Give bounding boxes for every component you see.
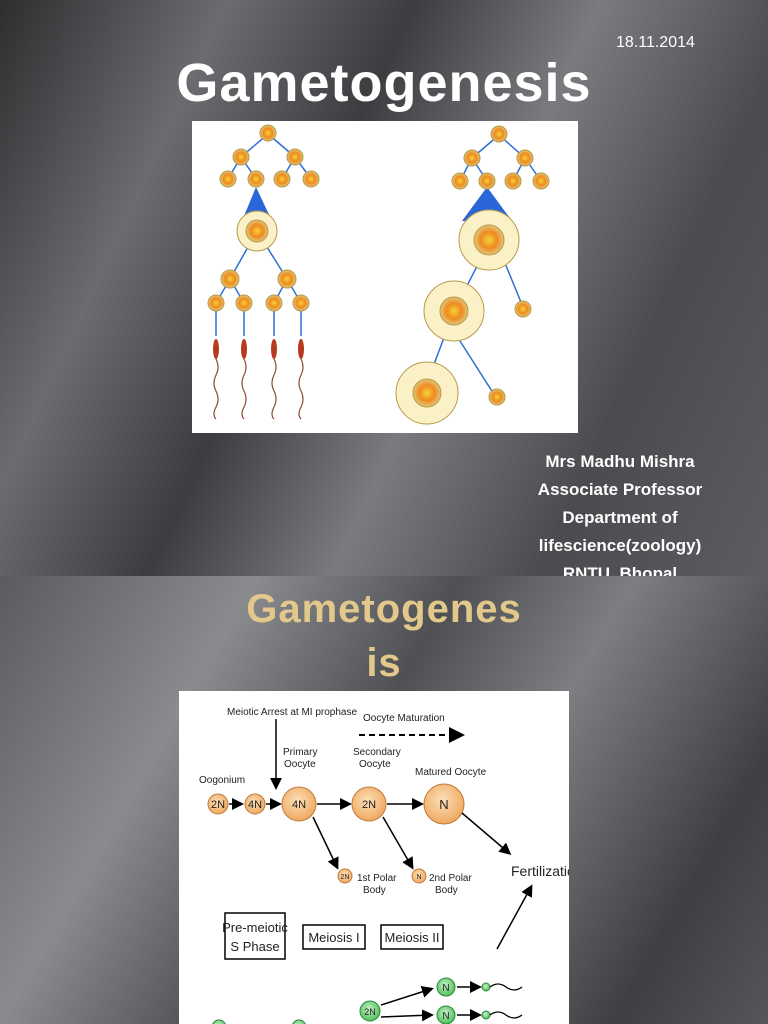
secondary-oocyte-cell-label: 2N bbox=[362, 799, 376, 811]
slide-1: 18.11.2014 Gametogenesis bbox=[0, 0, 768, 576]
sperm-n-label-1: N bbox=[442, 983, 449, 994]
meiosis-2-label: Meiosis II bbox=[385, 930, 440, 945]
author-department-line2: lifescience(zoology) bbox=[538, 536, 702, 555]
secondary-oocyte-label-2: Oocyte bbox=[359, 759, 391, 770]
primary-oocyte-label-1: Primary bbox=[283, 747, 317, 758]
sperm-2n-label: 2N bbox=[364, 1007, 376, 1017]
primary-oocyte-cell-label: 4N bbox=[292, 799, 306, 811]
oogenesis-illustration: Meiotic Arrest at MI prophase Oocyte Mat… bbox=[199, 707, 583, 1024]
secondary-oocyte-label-1: Secondary bbox=[353, 747, 401, 758]
oocyte-maturation-label: Oocyte Maturation bbox=[363, 713, 445, 724]
first-polar-body-cell-label: 2N bbox=[341, 874, 350, 881]
matured-oocyte-label: Matured Oocyte bbox=[415, 767, 487, 778]
oogenesis-diagram: Meiotic Arrest at MI prophase Oocyte Mat… bbox=[179, 691, 583, 1024]
slide-date: 18.11.2014 bbox=[616, 34, 695, 51]
premeiotic-label-1: Pre-meiotic bbox=[222, 920, 288, 935]
second-polar-body-label-2: Body bbox=[435, 885, 458, 896]
matured-oocyte-cell-label: N bbox=[439, 797, 448, 812]
sperm-n-label-2: N bbox=[442, 1011, 449, 1022]
author-institution: RNTU, Bhopal bbox=[562, 564, 678, 576]
slide-title: Gametogenesis bbox=[176, 53, 592, 113]
second-polar-body-label-1: 2nd Polar bbox=[429, 873, 472, 884]
author-block: Mrs Madhu Mishra Associate Professor Dep… bbox=[500, 448, 740, 576]
slide-2-title-line1: Gametogenes bbox=[246, 587, 522, 631]
oogonium-cell-label: 2N bbox=[211, 799, 225, 811]
meiosis-1-label: Meiosis I bbox=[308, 930, 359, 945]
meiotic-arrest-label: Meiotic Arrest at MI prophase bbox=[227, 707, 357, 718]
slide-2: Gametogenes is Meiotic Arrest at MI prop… bbox=[0, 576, 768, 1024]
author-name: Mrs Madhu Mishra bbox=[545, 452, 695, 471]
first-polar-body-label-1: 1st Polar bbox=[357, 873, 397, 884]
oogonium-label: Oogonium bbox=[199, 775, 245, 786]
slide-2-title-line2: is bbox=[366, 641, 402, 685]
gametogenesis-illustration bbox=[207, 124, 550, 425]
slide-2-title: Gametogenes is bbox=[0, 582, 768, 690]
gametogenesis-figure bbox=[192, 121, 578, 433]
author-position: Associate Professor bbox=[537, 480, 703, 499]
second-polar-body-cell-label: N bbox=[416, 874, 421, 881]
four-n-cell-label: 4N bbox=[248, 799, 262, 811]
fertilization-label: Fertilization bbox=[511, 863, 569, 879]
author-department-line1: Department of bbox=[562, 508, 678, 527]
first-polar-body-label-2: Body bbox=[363, 885, 386, 896]
premeiotic-label-2: S Phase bbox=[230, 939, 279, 954]
primary-oocyte-label-2: Oocyte bbox=[284, 759, 316, 770]
